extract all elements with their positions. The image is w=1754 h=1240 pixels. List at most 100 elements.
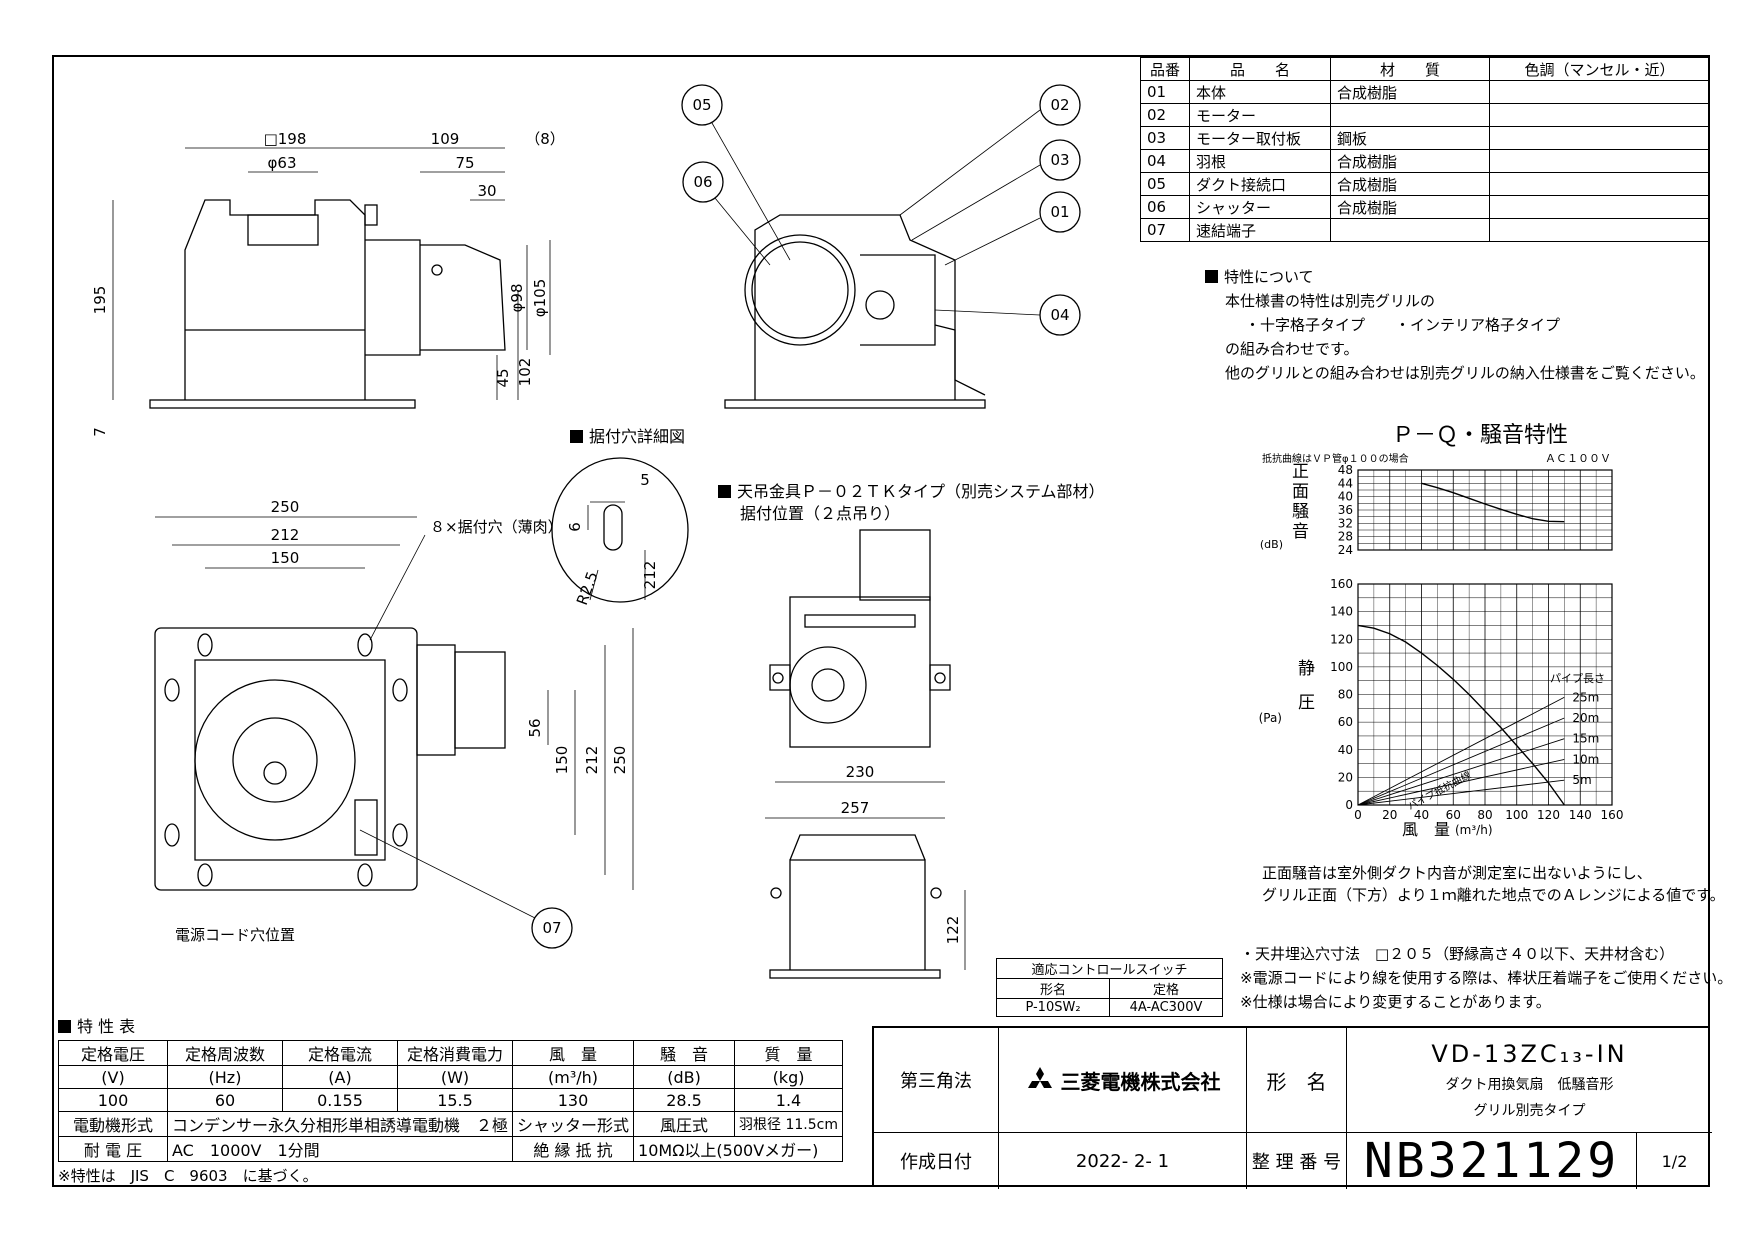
callout-01: 01 — [1050, 203, 1069, 221]
chart-note-block: 正面騒音は室外側ダクト内音が測定室に出ないようにし、 グリル正面（下方）より１ｍ… — [1262, 862, 1725, 906]
spec-unit: (A) — [282, 1065, 398, 1089]
dim-63: φ63 — [268, 154, 297, 172]
x-tick-label: 20 — [1382, 808, 1397, 822]
y-tick-label: 80 — [1338, 688, 1353, 702]
table-row: 100 60 0.155 15.5 130 28.5 1.4 — [58, 1088, 843, 1112]
y-tick-label: 40 — [1338, 743, 1353, 757]
table-row: 形名定格 — [996, 978, 1223, 999]
y-tick-label: 100 — [1330, 660, 1353, 674]
x-tick-label: 160 — [1601, 808, 1624, 822]
y-tick-label: 60 — [1338, 715, 1353, 729]
model-desc-1: ダクト用換気扇 低騒音形 — [1445, 1077, 1614, 1093]
spec-unit: (V) — [58, 1065, 168, 1089]
pipe-label: 20m — [1572, 711, 1599, 725]
dim-212b: 212 — [641, 561, 659, 590]
dim-102: 102 — [516, 358, 534, 387]
part-name: 羽根 — [1189, 149, 1331, 173]
install-note: ※電源コードにより線を使用する際は、棒状圧着端子をご使用ください。 — [1240, 969, 1733, 987]
part-material: 合成樹脂 — [1330, 80, 1490, 104]
switch-rating: 4A-AC300V — [1109, 998, 1223, 1017]
part-no: 06 — [1140, 195, 1190, 219]
install-note: ※仕様は場合により変更することがあります。 — [1240, 993, 1551, 1011]
dim-98: φ98 — [508, 284, 526, 313]
dim-6: 6 — [566, 522, 584, 532]
dim-75: 75 — [455, 154, 474, 172]
airflow-unit: (m³/h) — [1455, 823, 1493, 837]
callouts — [359, 84, 1081, 949]
parts-header-cell: 品 名 — [1189, 57, 1331, 81]
callout-03: 03 — [1050, 151, 1069, 169]
part-no: 03 — [1140, 126, 1190, 150]
airflow-label: 風 量 — [1402, 820, 1450, 839]
drawing-sheet — [52, 55, 1710, 1187]
x-tick-label: 120 — [1537, 808, 1560, 822]
dim-8: （8） — [525, 130, 565, 148]
dim-45: 45 — [494, 368, 512, 387]
model-label-cell: 形 名 — [1247, 1028, 1347, 1133]
plot-frame — [1357, 469, 1613, 551]
model-cell: VD-13ZC₁₃-IN ダクト用換気扇 低騒音形 グリル別売タイプ — [1347, 1028, 1712, 1133]
features-heading: 特性について — [1205, 265, 1705, 289]
spec-unit: (dB) — [633, 1065, 736, 1089]
mitsubishi-logo — [1027, 1067, 1052, 1088]
x-tick-label: 80 — [1477, 808, 1492, 822]
pipe-curve-10m — [1357, 758, 1565, 806]
callout-07: 07 — [542, 919, 561, 937]
y-tick-label: 120 — [1330, 632, 1353, 646]
pipe-label: 25m — [1572, 690, 1599, 704]
x-tick-label: 100 — [1505, 808, 1528, 822]
side-view — [112, 147, 551, 409]
series-line — [1421, 482, 1565, 523]
spec-header: 定格電圧 — [58, 1040, 168, 1066]
number-cell: NB321129 — [1347, 1133, 1637, 1189]
chart-note-line: グリル正面（下方）より１ｍ離れた地点でのＡレンジによる値です。 — [1262, 886, 1725, 904]
spec-value: 15.5 — [396, 1088, 514, 1112]
callout-02: 02 — [1050, 96, 1069, 114]
table-row: 電動機形式 コンデンサー永久分相形単相誘導電動機 ２極 シャッター形式 風圧式 … — [58, 1111, 843, 1137]
blade-label: 羽根径 — [739, 1117, 782, 1133]
callout-05: 05 — [692, 96, 711, 114]
dim-250v: 250 — [611, 746, 629, 775]
spec-unit: (W) — [396, 1065, 514, 1089]
dim-195: 195 — [91, 286, 109, 315]
noise-unit: (dB) — [1260, 538, 1283, 551]
features-line: の組み合わせです。 — [1225, 340, 1359, 358]
callout-04: 04 — [1050, 306, 1069, 324]
parts-header: 品番 品 名 材 質 色調（マンセル・近） — [1140, 57, 1710, 81]
features-line: 他のグリルとの組み合わせは別売グリルの納入仕様書をご覧ください。 — [1225, 364, 1705, 382]
dim-250: 250 — [271, 498, 300, 516]
switch-model: P-10SW₂ — [996, 998, 1110, 1017]
blade-value: 11.5cm — [785, 1117, 838, 1133]
part-material: 合成樹脂 — [1330, 149, 1490, 173]
spec-unit: (m³/h) — [512, 1065, 635, 1089]
part-name: ダクト接続口 — [1189, 172, 1331, 196]
model-desc-2: グリル別売タイプ — [1473, 1103, 1586, 1119]
date-label-cell: 作成日付 — [874, 1133, 999, 1189]
pipe-label: 15m — [1572, 732, 1599, 746]
y-tick-label: 32 — [1338, 516, 1353, 530]
table-row: 耐 電 圧 AC 1000V 1分間 絶 縁 抵 抗 10MΩ以上(500Vメガ… — [58, 1136, 843, 1162]
voltage-value: AC 1000V 1分間 — [166, 1136, 514, 1162]
chart-title: Ｐ－Ｑ・騒音特性 — [1392, 423, 1568, 448]
install-note: ・天井埋込穴寸法 □２０５（野縁高さ４０以下、天井材含む） — [1240, 945, 1675, 963]
table-row: (V) (Hz) (A) (W) (m³/h) (dB) (kg) — [58, 1065, 843, 1089]
pipe-curve-20m — [1357, 717, 1565, 806]
number-label-cell: 整 理 番 号 — [1247, 1133, 1347, 1189]
pressure-unit: (Pa) — [1259, 711, 1282, 725]
features-line: ・十字格子タイプ ・インテリア格子タイプ — [1245, 316, 1561, 334]
pressure-axis-label: 静圧 — [1298, 659, 1315, 713]
y-tick-label: 44 — [1338, 476, 1353, 490]
insulation-value: 10MΩ以上(500Vメガー) — [633, 1136, 843, 1162]
chart-note-line: 正面騒音は室外側ダクト内音が測定室に出ないようにし、 — [1262, 864, 1652, 882]
y-tick-label: 160 — [1330, 577, 1353, 591]
table-row: 適応コントロールスイッチ — [996, 958, 1223, 979]
x-tick-label: 60 — [1446, 808, 1461, 822]
title-block: 第三角法 三菱電機株式会社 形 名 VD-13ZC₁₃-IN ダクト用換気扇 低… — [872, 1026, 1712, 1189]
spec-table: 定格電圧 定格周波数 定格電流 定格消費電力 風 量 騒 音 質 量 (V) (… — [58, 1040, 843, 1162]
dim-198: □198 — [264, 130, 307, 148]
spec-value: 60 — [167, 1088, 283, 1112]
dim-150v: 150 — [553, 746, 571, 775]
y-tick-label: 24 — [1338, 543, 1353, 557]
